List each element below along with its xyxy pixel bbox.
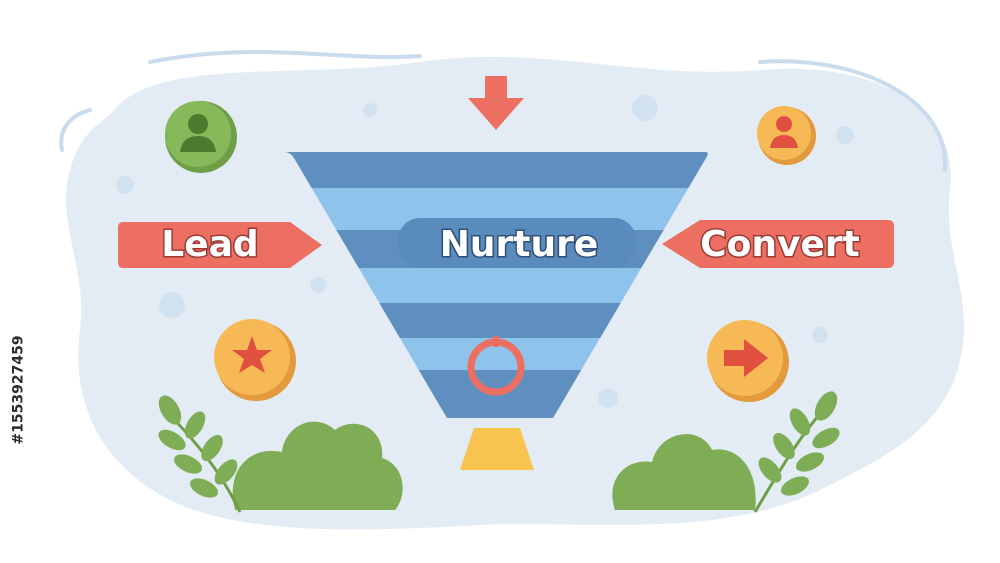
decor-dot	[836, 126, 854, 144]
decor-dot	[310, 277, 326, 293]
stock-id-watermark: #1553927459	[4, 300, 34, 480]
nurture-label: Nurture	[440, 224, 599, 265]
lead-banner: Lead	[118, 222, 322, 268]
refresh-icon	[467, 336, 525, 396]
leaf-branch-right	[753, 391, 840, 513]
funnel-outlet	[460, 428, 534, 470]
nurture-plate	[398, 218, 636, 268]
decor-dot	[812, 327, 828, 343]
funnel-stripe	[285, 152, 708, 188]
leaf-branch-left	[158, 395, 242, 513]
user-icon	[165, 101, 237, 173]
decor-dot	[632, 95, 658, 121]
star-icon	[214, 319, 296, 401]
decor-dot	[598, 388, 618, 408]
lead-label: Lead	[161, 224, 258, 265]
decor-dot	[116, 176, 134, 194]
stock-id-text: #1553927459	[11, 335, 27, 445]
decor-dot	[363, 103, 377, 117]
convert-banner: Convert	[662, 220, 894, 268]
bush-left	[232, 421, 403, 510]
blob-outline-right	[758, 59, 948, 172]
bush-right	[612, 434, 756, 510]
arrow-down-icon	[468, 76, 524, 130]
decor-dot	[159, 292, 185, 318]
blob-outline-top	[148, 49, 422, 64]
user-icon	[757, 106, 816, 165]
blob-outline-left	[59, 108, 92, 152]
convert-label: Convert	[700, 224, 860, 265]
arrow-right-icon	[707, 320, 789, 402]
